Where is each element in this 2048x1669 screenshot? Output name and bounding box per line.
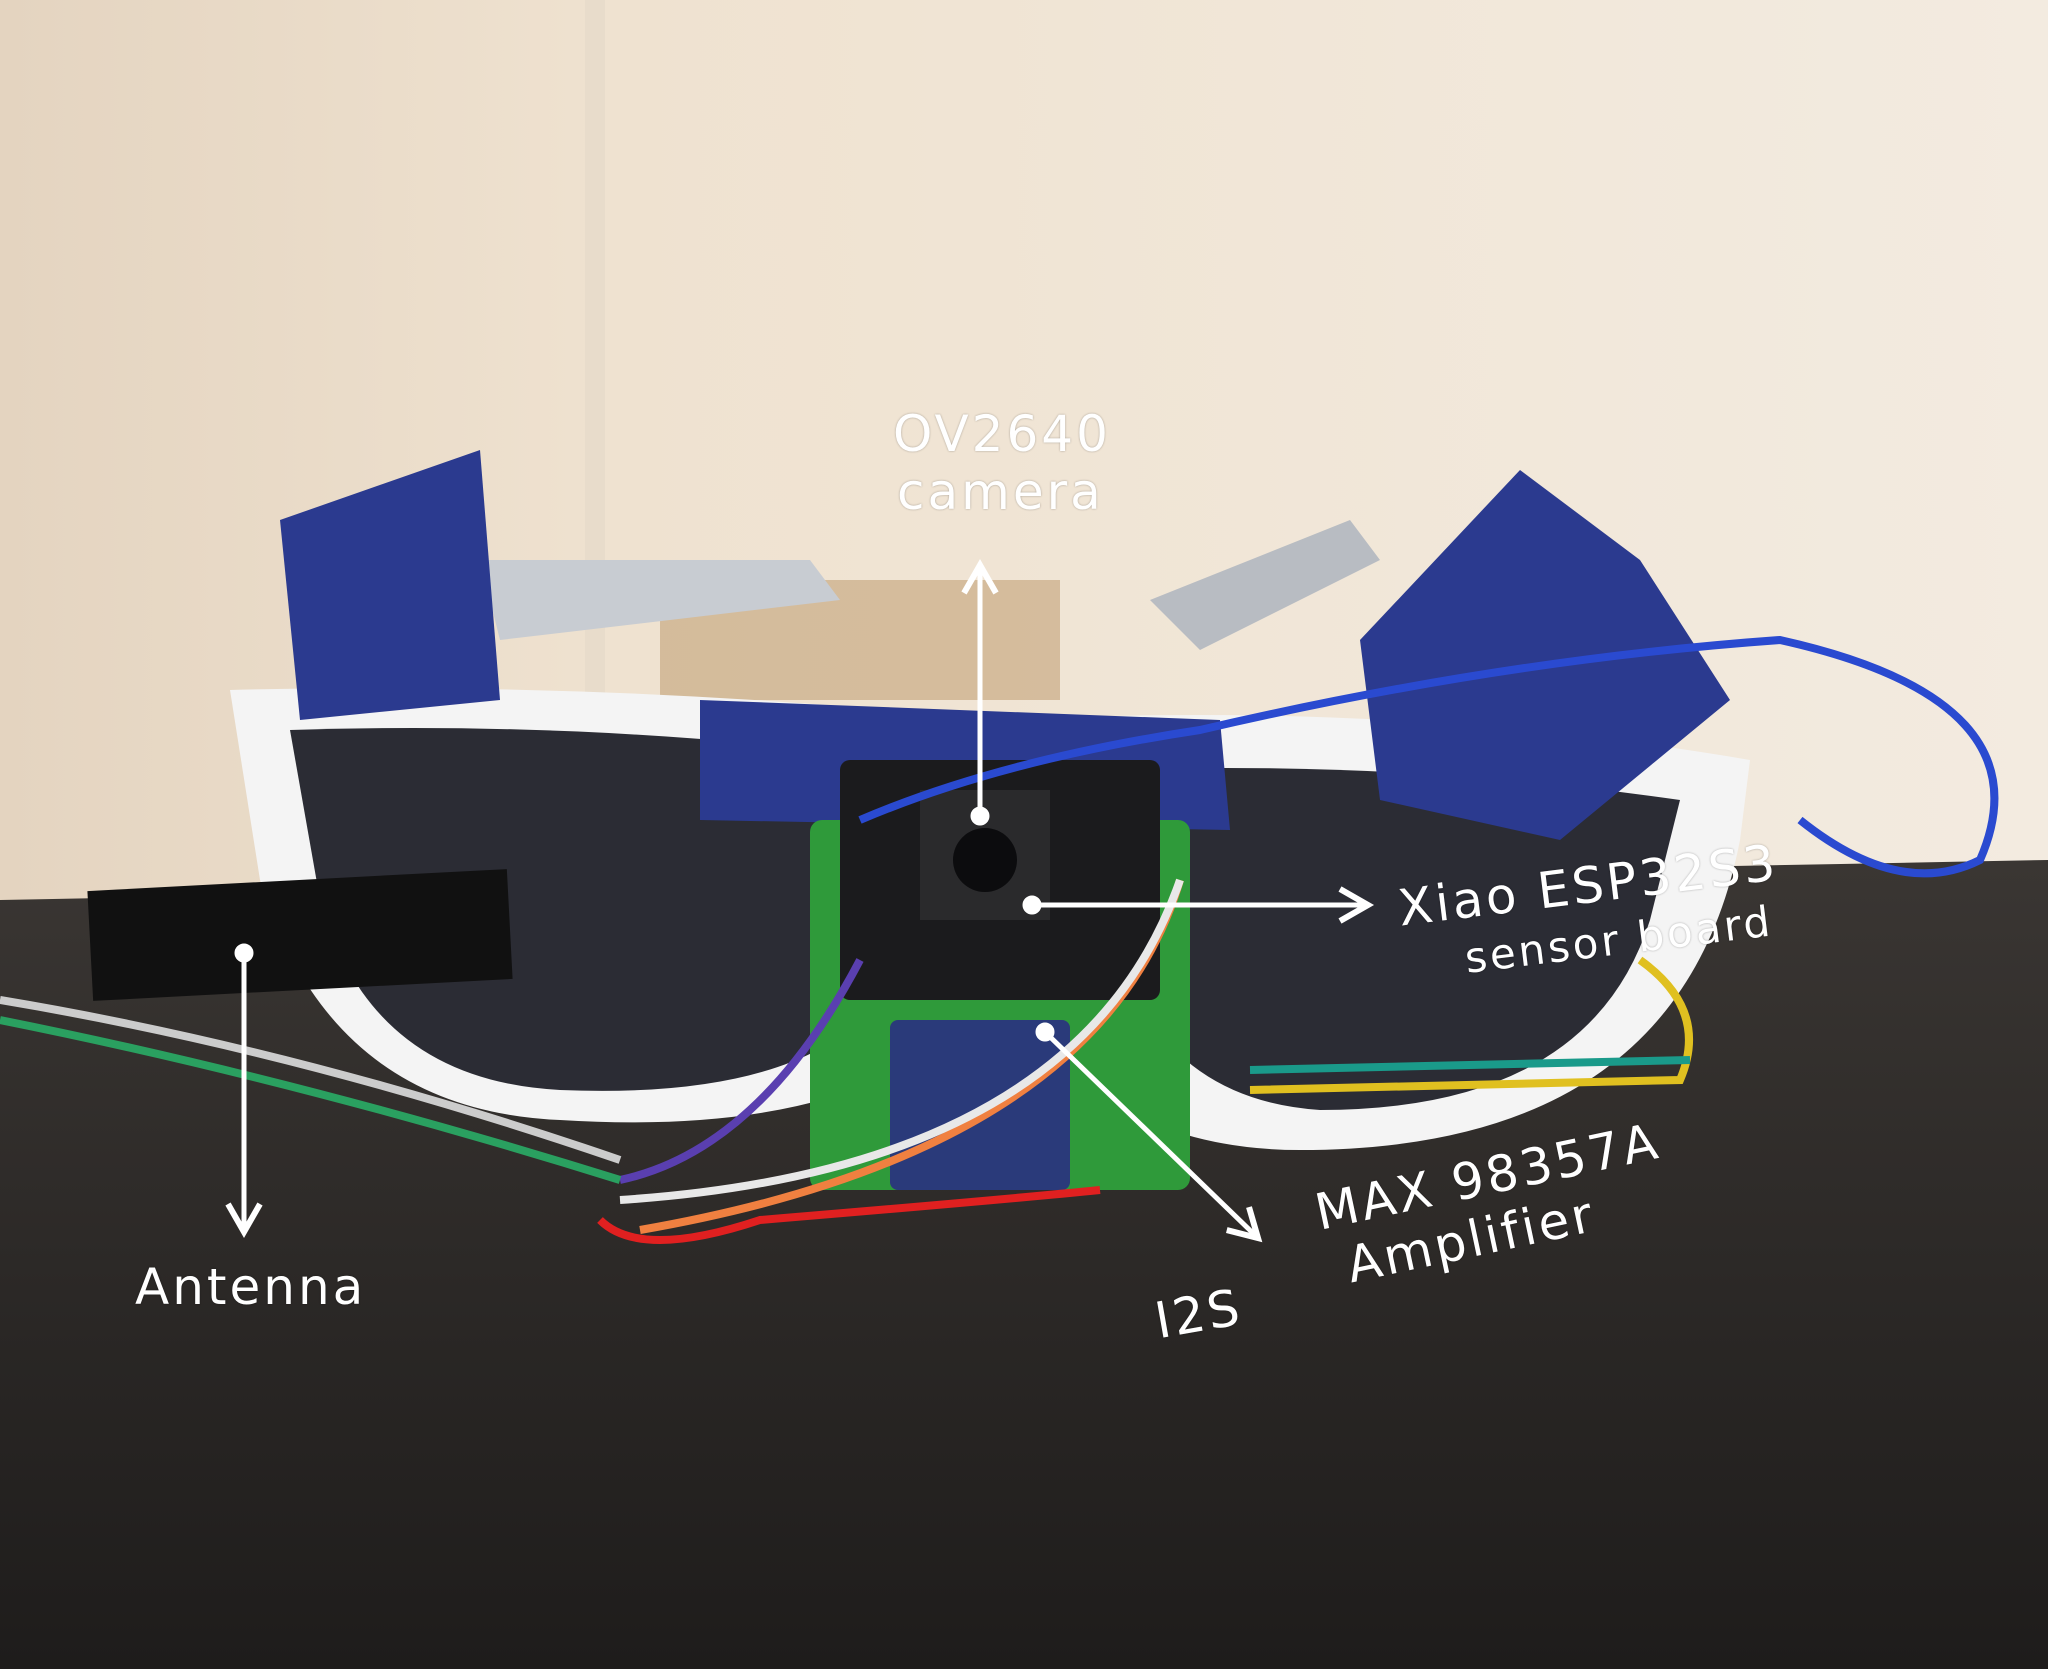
amplifier-arrow (1043, 1030, 1263, 1243)
amplifier-dot (1035, 1022, 1055, 1042)
antenna-dot (234, 943, 254, 963)
glasses-temple-right (1150, 520, 1380, 650)
lens-right (1110, 768, 1680, 1110)
glasses-temple-left (480, 560, 840, 640)
amplifier-board (890, 1020, 1070, 1190)
camera-label: OV2640 camera (893, 405, 1111, 521)
blue-tape-left (280, 450, 500, 720)
annotation-arrows (225, 558, 1375, 1243)
wires (0, 635, 1999, 1244)
antenna-label: Antenna (135, 1258, 367, 1316)
board-dot (1022, 895, 1042, 915)
camera-dot (970, 806, 990, 826)
antenna-patch (87, 869, 513, 1001)
camera-label-line1: OV2640 (893, 405, 1111, 463)
camera-lens (953, 828, 1017, 892)
blue-tape-right (1360, 470, 1730, 840)
camera-label-line2: camera (897, 463, 1104, 521)
